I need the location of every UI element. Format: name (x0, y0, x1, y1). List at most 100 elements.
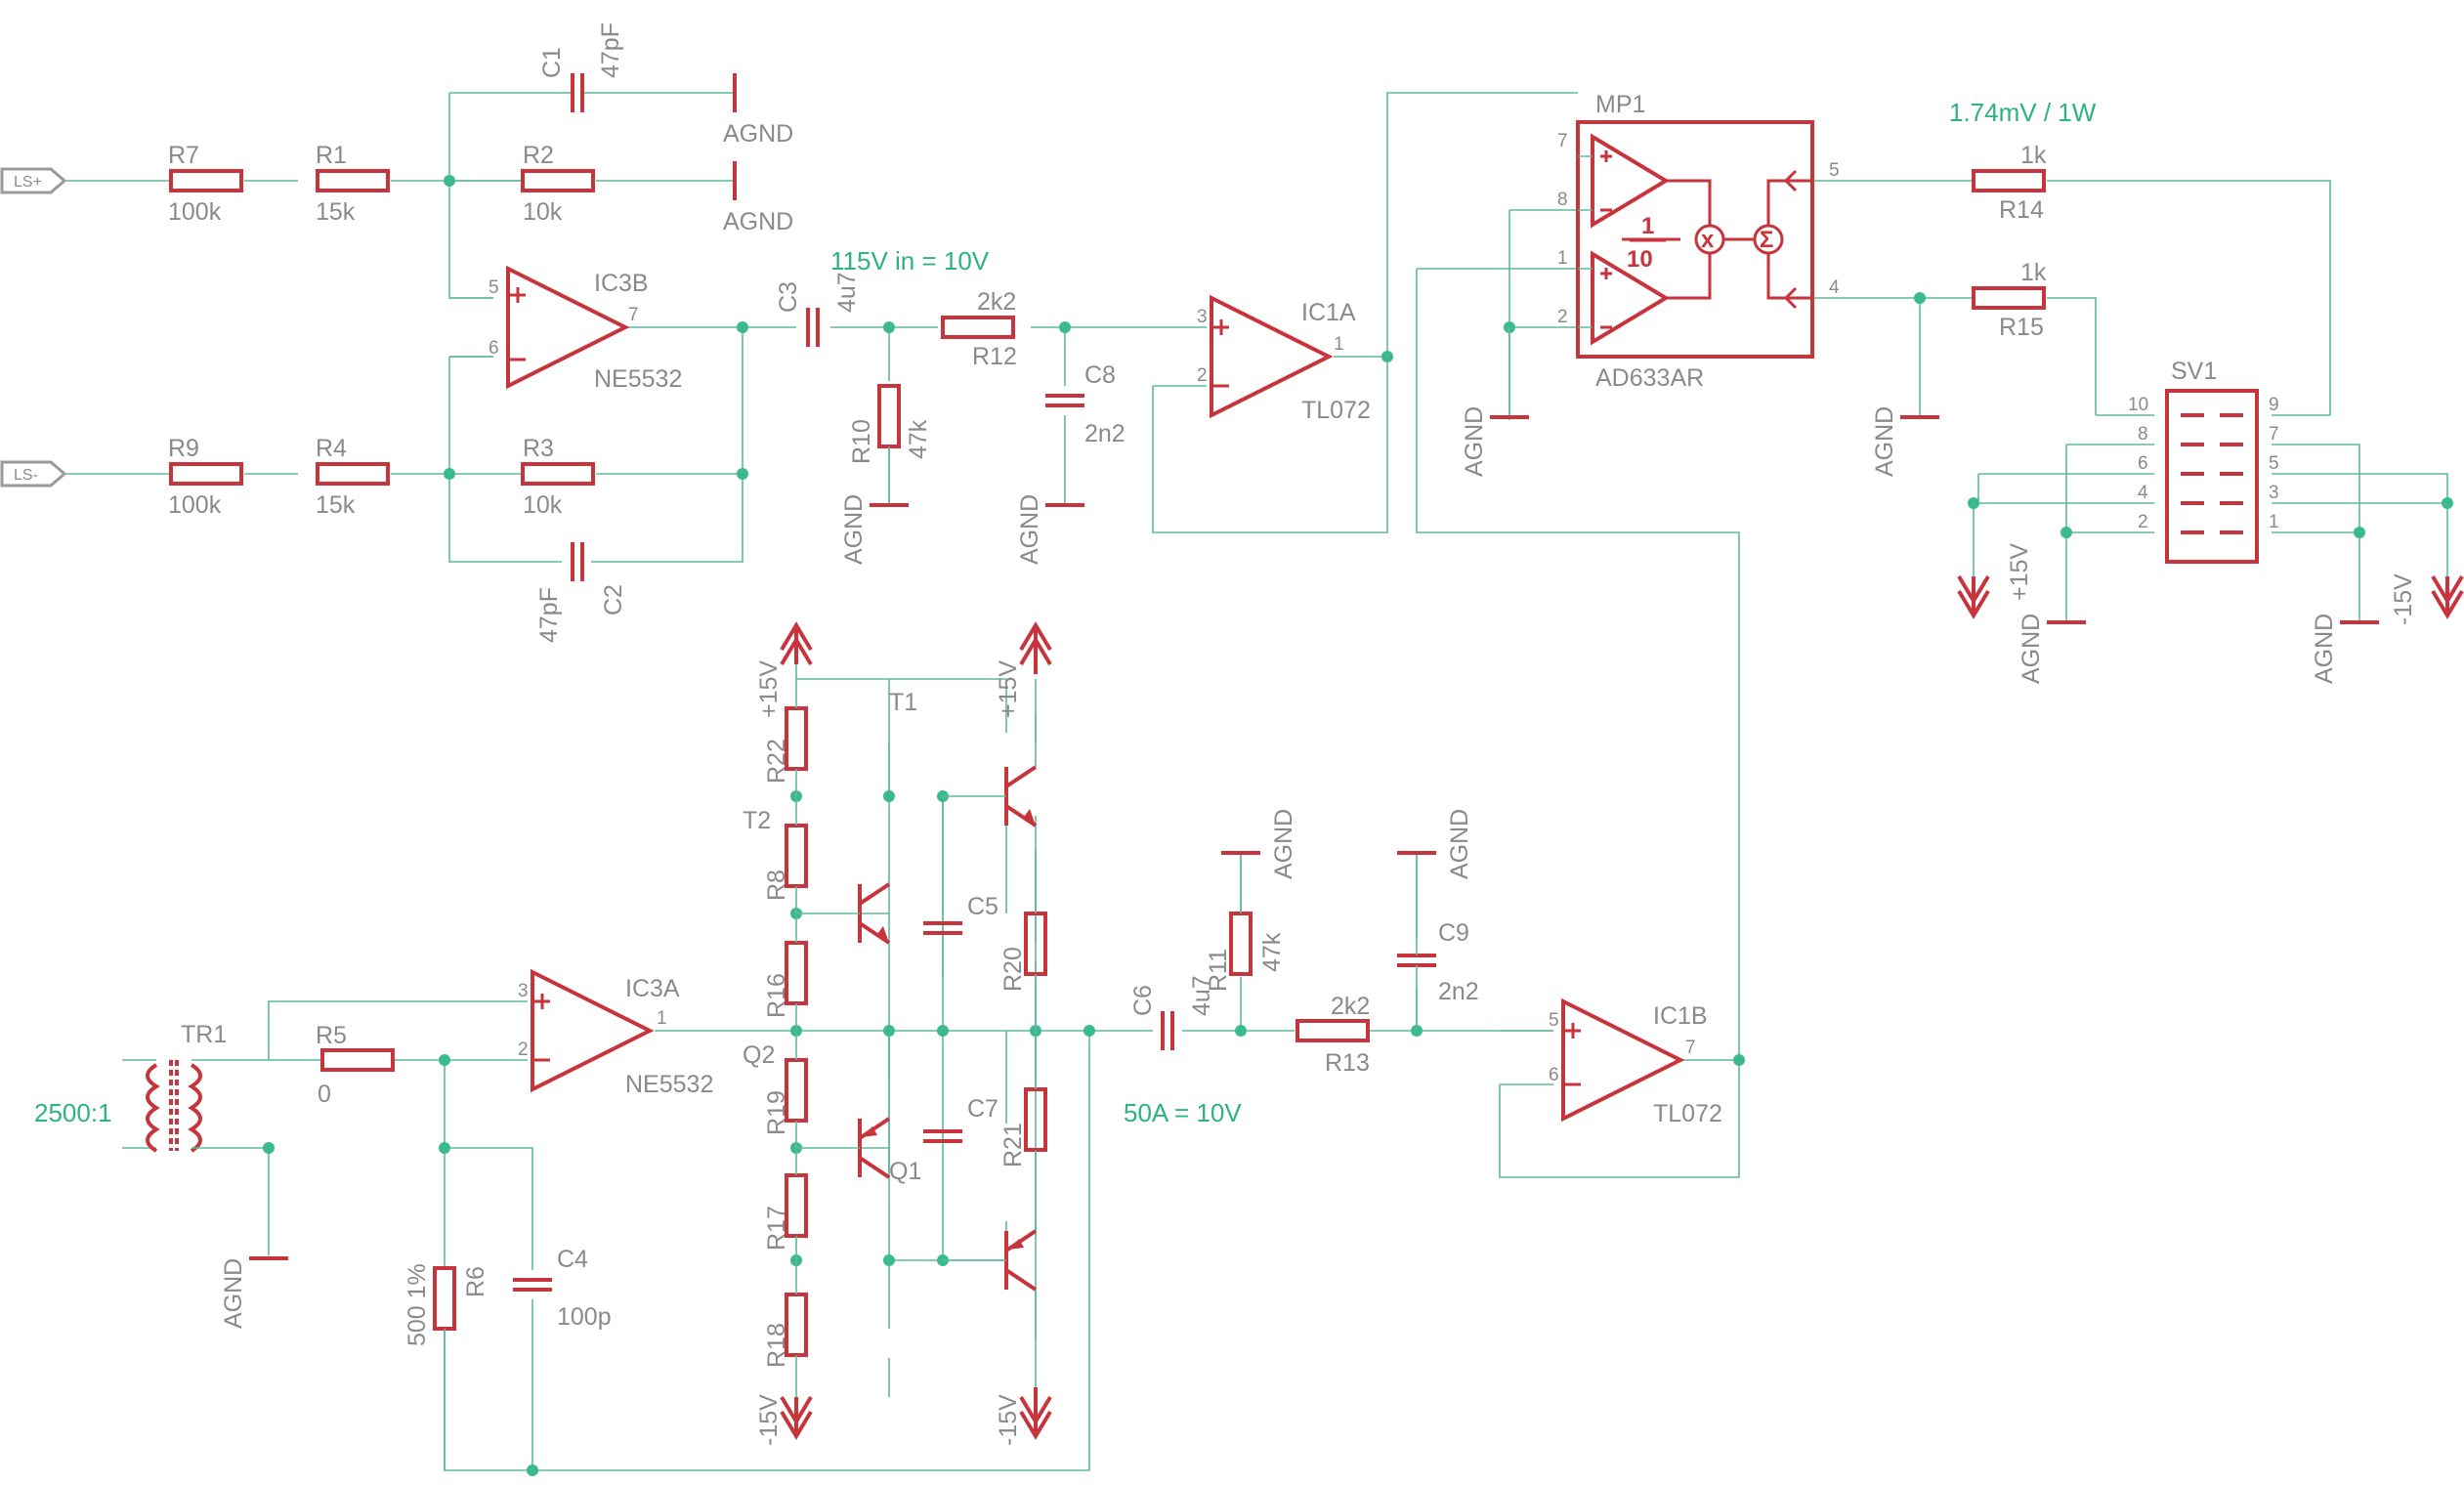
resistor-r2: R2 10k (521, 142, 595, 226)
svg-text:IC1B: IC1B (1653, 1002, 1708, 1030)
gnd-c9: AGND (1397, 809, 1473, 1031)
svg-text:R21: R21 (999, 1123, 1027, 1167)
svg-text:IC1A: IC1A (1301, 299, 1356, 326)
svg-text:+15V: +15V (995, 660, 1022, 718)
svg-text:TR1: TR1 (181, 1021, 227, 1048)
svg-text:R10: R10 (848, 419, 875, 464)
supply-pos-sv1: +15V (1957, 543, 2033, 619)
svg-text:-15V: -15V (755, 1394, 783, 1446)
svg-text:5: 5 (1829, 160, 1840, 181)
resistor-r5: R5 0 (316, 1022, 395, 1108)
svg-text:1k: 1k (2020, 142, 2047, 169)
gnd-r10: AGND (840, 446, 909, 565)
resistor-r8: R8 (763, 824, 808, 901)
port-ls-minus: LS- (0, 460, 67, 488)
svg-text:1: 1 (2269, 512, 2279, 532)
svg-text:R5: R5 (316, 1022, 347, 1049)
svg-text:x: x (1701, 227, 1715, 253)
svg-text:7: 7 (1685, 1038, 1696, 1058)
svg-text:9: 9 (2269, 395, 2279, 415)
svg-text:6: 6 (2138, 453, 2148, 474)
supply-neg-r18: -15V (755, 1394, 813, 1446)
opamp-ic3b: 5 6 7 IC3B NE5532 (449, 265, 682, 393)
resistor-r20: R20 (999, 912, 1047, 992)
port-ls-plus: LS+ (0, 167, 67, 194)
svg-text:47k: 47k (905, 419, 932, 459)
gnd-c1: AGND (723, 73, 793, 148)
svg-text:1: 1 (1334, 334, 1344, 355)
svg-text:1: 1 (1557, 248, 1568, 269)
svg-text:R4: R4 (316, 435, 347, 462)
transistor-q2: Q2 (743, 1041, 1038, 1387)
resistor-r9: R9 100k (168, 435, 243, 519)
note-current-scaling: 50A = 10V (1124, 1098, 1242, 1127)
svg-text:R7: R7 (168, 142, 199, 169)
svg-text:47k: 47k (1258, 932, 1286, 972)
svg-text:100p: 100p (557, 1303, 612, 1331)
capacitor-c7: C7 (923, 1095, 998, 1143)
opamp-ic3a: 3 2 1 IC3A NE5532 (518, 968, 713, 1098)
svg-text:2k2: 2k2 (1331, 993, 1370, 1020)
svg-text:R15: R15 (1999, 314, 2044, 341)
svg-text:MP1: MP1 (1595, 91, 1645, 118)
capacitor-c9: C9 2n2 (1397, 919, 1479, 1005)
svg-text:R8: R8 (763, 870, 790, 901)
svg-text:C7: C7 (967, 1095, 998, 1123)
svg-text:4: 4 (2138, 483, 2148, 503)
svg-text:3: 3 (518, 981, 529, 1001)
capacitor-c3: C3 4u7 (775, 272, 861, 347)
supply-neg-q2: -15V (995, 1387, 1052, 1446)
svg-text:R16: R16 (763, 973, 790, 1018)
svg-text:1: 1 (657, 1008, 667, 1029)
svg-text:C5: C5 (967, 893, 998, 920)
svg-text:SV1: SV1 (2171, 358, 2217, 385)
capacitor-c4: C4 100p (513, 1246, 612, 1331)
resistor-r18: R18 (763, 1293, 808, 1368)
svg-text:2: 2 (1197, 365, 1208, 386)
svg-text:47pF: 47pF (535, 587, 563, 643)
gnd-r2: AGND (723, 161, 793, 235)
svg-text:C1: C1 (538, 47, 566, 78)
svg-text:R17: R17 (763, 1206, 790, 1251)
transformer-tr1: TR1 (122, 1021, 227, 1153)
svg-text:C8: C8 (1084, 361, 1116, 389)
resistor-r11: R11 47k (1205, 912, 1286, 992)
svg-text:Σ: Σ (1760, 227, 1773, 253)
svg-text:C3: C3 (775, 281, 802, 313)
svg-text:T2: T2 (743, 807, 771, 834)
svg-text:4u7: 4u7 (1188, 975, 1215, 1016)
note-transformer-ratio: 2500:1 (34, 1098, 112, 1127)
svg-text:2: 2 (2138, 512, 2148, 532)
svg-text:2n2: 2n2 (1084, 420, 1126, 447)
note-output-scaling: 1.74mV / 1W (1949, 98, 2097, 127)
svg-text:AGND: AGND (1461, 406, 1488, 477)
svg-text:R22: R22 (763, 739, 790, 784)
svg-text:R12: R12 (972, 343, 1017, 370)
svg-text:0: 0 (318, 1081, 331, 1108)
gnd-r11: AGND (1221, 809, 1297, 913)
connector-sv1: SV1 10 8 6 4 2 9 7 5 3 1 (2128, 358, 2279, 564)
supply-pos-r22: +15V (755, 621, 813, 718)
svg-text:15k: 15k (316, 198, 356, 226)
svg-text:Q1: Q1 (889, 1158, 921, 1185)
svg-text:R1: R1 (316, 142, 347, 169)
svg-text:AGND: AGND (723, 208, 793, 235)
svg-text:C2: C2 (600, 584, 627, 615)
svg-text:IC3A: IC3A (625, 975, 680, 1002)
svg-text:100k: 100k (168, 491, 222, 519)
svg-text:10k: 10k (523, 491, 563, 519)
svg-text:-15V: -15V (2390, 573, 2417, 625)
svg-text:R13: R13 (1325, 1049, 1370, 1077)
gnd-sv1-left: AGND (2018, 614, 2086, 684)
svg-text:TL072: TL072 (1653, 1100, 1722, 1127)
multiplier-mp1: x Σ 1 10 7 8 1 2 5 4 MP1 AD633AR (1557, 91, 1840, 392)
opamp-ic1a: 3 2 1 IC1A TL072 (1197, 294, 1371, 424)
resistor-r16: R16 (763, 941, 808, 1018)
svg-text:100k: 100k (168, 198, 222, 226)
svg-text:7: 7 (1557, 131, 1568, 151)
svg-text:10: 10 (1627, 246, 1653, 273)
resistor-r17: R17 (763, 1173, 808, 1251)
svg-text:AGND: AGND (1270, 809, 1297, 879)
svg-text:R14: R14 (1999, 196, 2044, 224)
svg-text:Q2: Q2 (743, 1041, 775, 1069)
